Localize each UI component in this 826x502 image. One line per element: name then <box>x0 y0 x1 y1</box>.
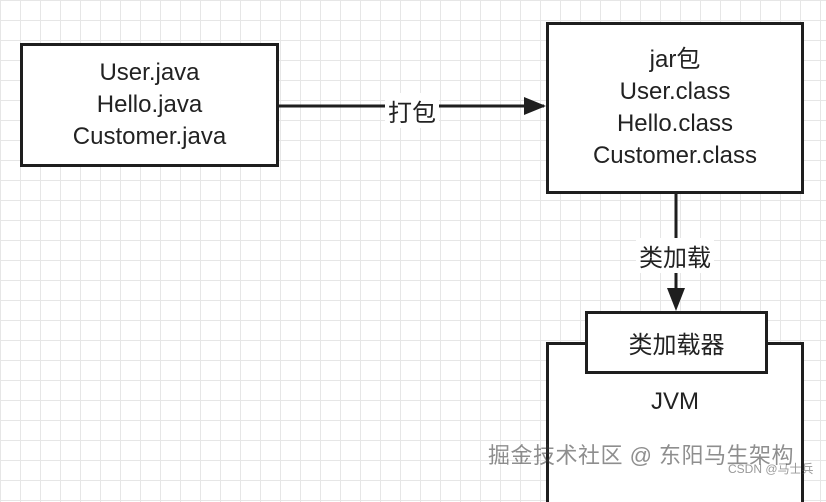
source-file-customer: Customer.java <box>72 123 227 150</box>
load-arrow-head <box>667 288 685 311</box>
jar-class-hello: Hello.class <box>616 110 734 137</box>
class-loading-label: 类加载 <box>636 238 714 273</box>
jar-class-user: User.class <box>619 78 731 105</box>
jar-box: jar包 User.class Hello.class Customer.cla… <box>546 22 804 194</box>
pack-arrow-head <box>524 97 546 115</box>
class-loader-label: 类加载器 <box>628 332 725 359</box>
jvm-label: JVM <box>651 388 699 415</box>
source-file-hello: Hello.java <box>96 91 203 118</box>
class-loader-box: 类加载器 <box>585 311 768 374</box>
jar-title: jar包 <box>649 46 701 73</box>
jar-class-customer: Customer.class <box>592 142 758 169</box>
watermark: 掘金技术社区 @ 东阳马生架构 <box>488 443 795 468</box>
source-files-box: User.java Hello.java Customer.java <box>20 43 279 167</box>
pack-label: 打包 <box>385 93 439 128</box>
watermark-sub: CSDN @马士兵 <box>728 462 814 476</box>
source-file-user: User.java <box>99 59 200 86</box>
